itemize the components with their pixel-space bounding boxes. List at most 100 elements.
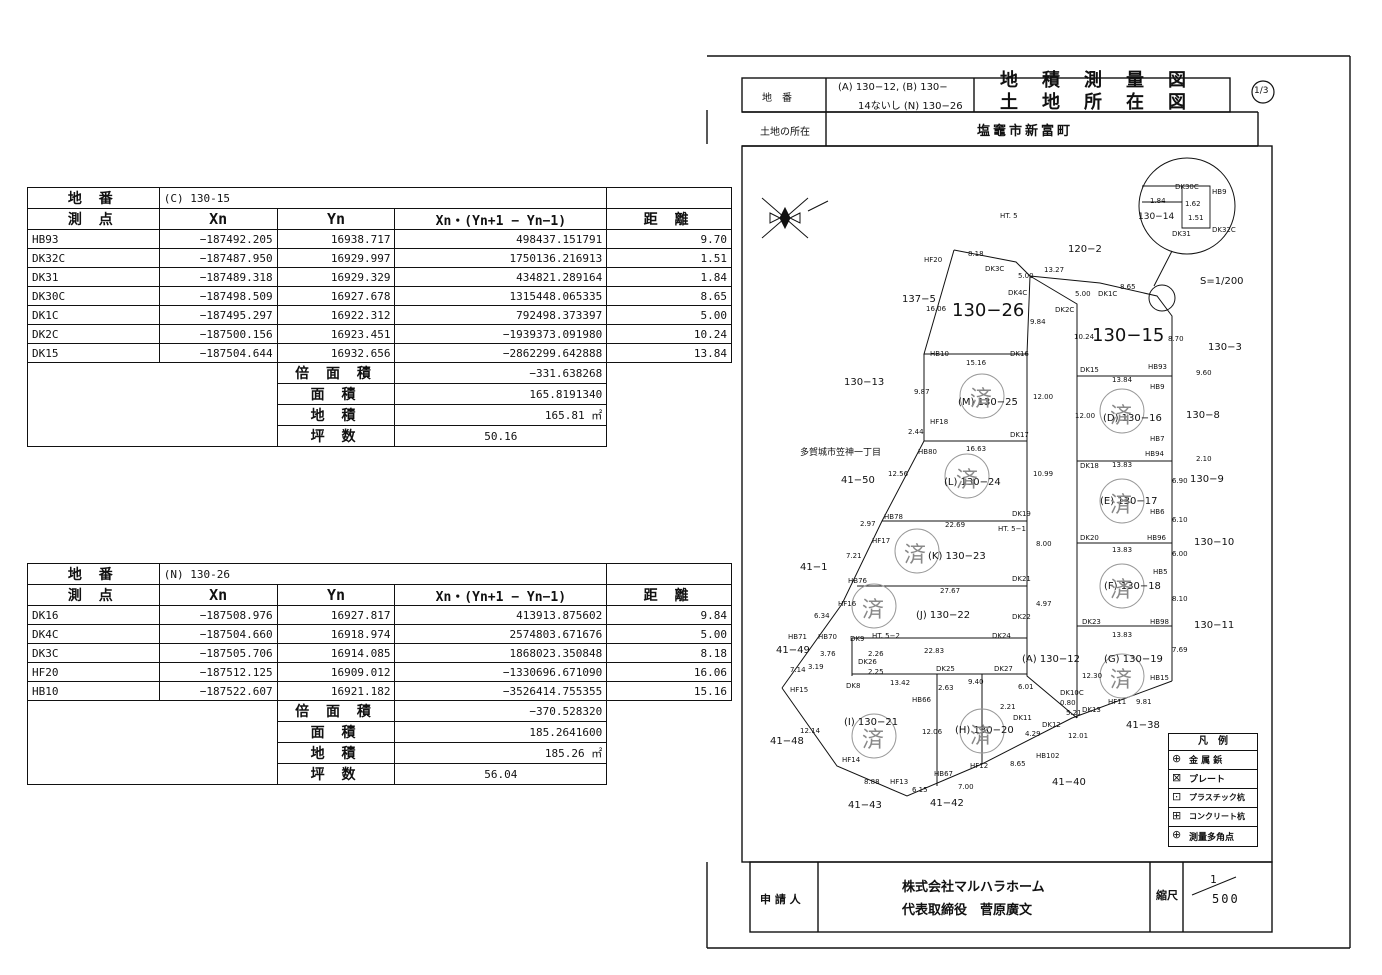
- adjacent-lot: 41−40: [1052, 777, 1086, 788]
- stamp-mark: 済: [956, 468, 979, 493]
- coordinate-table-c-130-15: 地 番 (C) 130-15 測 点 Xn Yn Xn・(Yn+1 − Yn−1…: [27, 187, 732, 447]
- stamp-mark: 済: [904, 543, 927, 568]
- lot-label: (F) 130−18: [1104, 581, 1161, 592]
- summary-row: 面 積 165.8191340: [28, 383, 732, 405]
- distance-label: 1.84: [1150, 197, 1166, 205]
- table-row: HF20 −187512.125 16909.012 −1330696.6710…: [27, 662, 732, 682]
- legend-item: ⊕ 金 属 鋲: [1169, 750, 1257, 770]
- summary-label: 坪 数: [276, 763, 396, 785]
- summary-value: 185.2641600: [394, 721, 608, 743]
- distance-label: 3.19: [808, 663, 824, 671]
- location-value: 塩竈市新富町: [977, 124, 1074, 139]
- summary-value: 50.16: [394, 425, 608, 447]
- applicant-label: 申 請 人: [760, 893, 801, 906]
- distance-label: 12.01: [1068, 732, 1089, 740]
- stamp-mark: 済: [970, 724, 993, 749]
- concrete-stake-icon: ⊞: [1172, 809, 1182, 822]
- point-label: HF17: [872, 537, 891, 545]
- distance-label: 8.10: [1172, 595, 1188, 603]
- lot-label: (L) 130−24: [944, 477, 1001, 488]
- legend-item: ⊡ プラスチック杭: [1169, 788, 1257, 808]
- detail-scale: S=1/200: [1200, 276, 1244, 287]
- stamp-mark: 済: [1110, 578, 1133, 603]
- point-label: HB102: [1036, 752, 1060, 760]
- distance-label: 1.51: [1188, 214, 1204, 222]
- parcel-boundaries: [781, 249, 1173, 797]
- title-location-map: 土地所在図: [1000, 92, 1210, 113]
- distance-label: 6.00: [1172, 550, 1188, 558]
- title-survey-map: 地積測量図: [1000, 70, 1210, 91]
- distance-label: 2.63: [938, 684, 954, 692]
- point-label: DK30C: [1175, 183, 1199, 191]
- north-arrow-icon: [761, 197, 829, 239]
- point-label: HB7: [1150, 435, 1165, 443]
- summary-row: 坪 数 56.04: [28, 763, 732, 785]
- scale-numerator: 1: [1210, 873, 1217, 886]
- distance-label: 22.83: [924, 647, 945, 655]
- detail-lot: 130−14: [1138, 212, 1175, 222]
- table-header-row: 地 番 (N) 130-26: [27, 563, 732, 585]
- adjacent-lot: 41−49: [776, 645, 810, 656]
- parcel-map: [761, 157, 1236, 797]
- cell-dist: 10.24: [606, 324, 732, 344]
- summary-row: 地 積 185.26 ㎡: [28, 742, 732, 764]
- point-label: DK4C: [1008, 289, 1028, 297]
- distance-label: 4.29: [1025, 730, 1041, 738]
- lot-label: (A) 130−12: [1022, 654, 1081, 665]
- distance-label: 12.06: [922, 728, 943, 736]
- applicant-company: 株式会社マルハラホーム: [902, 880, 1045, 895]
- distance-label: 12.00: [1033, 393, 1054, 401]
- distance-label: 6.15: [912, 786, 928, 794]
- summary-row: 倍 面 積 −370.528320: [27, 700, 732, 785]
- distance-label: 8.18: [968, 250, 984, 258]
- stamp-mark: 済: [862, 728, 885, 753]
- adjacent-lot: 41−42: [930, 798, 964, 809]
- lot-label: (H) 130−20: [955, 725, 1014, 736]
- point-label: HT. 5−1: [998, 525, 1026, 533]
- col-calc: Xn・(Yn+1 − Yn−1): [394, 584, 608, 606]
- summary-row: 坪 数 50.16: [28, 425, 732, 447]
- distance-label: 4.97: [1036, 600, 1052, 608]
- table-column-header-row: 測 点 Xn Yn Xn・(Yn+1 − Yn−1) 距 離: [27, 584, 732, 606]
- point-label: DK11: [1013, 714, 1032, 722]
- point-label: HB80: [918, 448, 937, 456]
- lot-label: (D) 130−16: [1103, 413, 1162, 424]
- lot-label: (E) 130−17: [1100, 496, 1158, 507]
- distance-label: 22.69: [945, 521, 966, 529]
- adjacent-lot: 41−38: [1126, 720, 1160, 731]
- lot-label: (I) 130−21: [844, 717, 899, 728]
- point-label: HB66: [912, 696, 931, 704]
- adjacent-lot: 120−2: [1068, 244, 1102, 255]
- distance-label: 0.80: [1060, 699, 1076, 707]
- cell-xn: −187500.156: [158, 324, 278, 344]
- point-label: DK17: [1010, 431, 1029, 439]
- cell-dist: 5.00: [606, 305, 732, 325]
- point-label: DK22: [1012, 613, 1031, 621]
- distance-label: 2.44: [908, 428, 924, 436]
- point-label: HF14: [842, 756, 861, 764]
- point-label: HF16: [838, 600, 857, 608]
- metal-tack-icon: ⊕: [1172, 752, 1182, 765]
- table-row: DK4C −187504.660 16918.974 2574803.67167…: [27, 624, 732, 644]
- distance-label: 8.65: [1010, 760, 1026, 768]
- point-label: HF13: [890, 778, 909, 786]
- stamp-mark: 済: [1110, 404, 1133, 429]
- point-label: DK21: [1012, 575, 1031, 583]
- point-label: DK13: [1082, 706, 1101, 714]
- scale-fraction-bar: [1191, 876, 1237, 896]
- lot-label: (M) 130−25: [958, 397, 1018, 408]
- point-label: HB15: [1150, 674, 1169, 682]
- distance-label: 8.00: [1036, 540, 1052, 548]
- distance-label: 5.21: [1066, 709, 1082, 717]
- point-label: DK31: [1172, 230, 1191, 238]
- cell-calc: −1939373.091980: [394, 324, 608, 344]
- lot-label: 地 番: [762, 93, 792, 104]
- cell-calc: 1868023.350848: [394, 643, 608, 663]
- distance-label: 6.34: [814, 612, 830, 620]
- distance-label: 9.60: [1196, 369, 1212, 377]
- traverse-point-icon: ⊕: [1172, 828, 1182, 841]
- point-label: DK25: [936, 665, 955, 673]
- point-label: HF12: [970, 762, 989, 770]
- distance-label: 8.88: [864, 778, 880, 786]
- distance-label: 9.87: [914, 388, 930, 396]
